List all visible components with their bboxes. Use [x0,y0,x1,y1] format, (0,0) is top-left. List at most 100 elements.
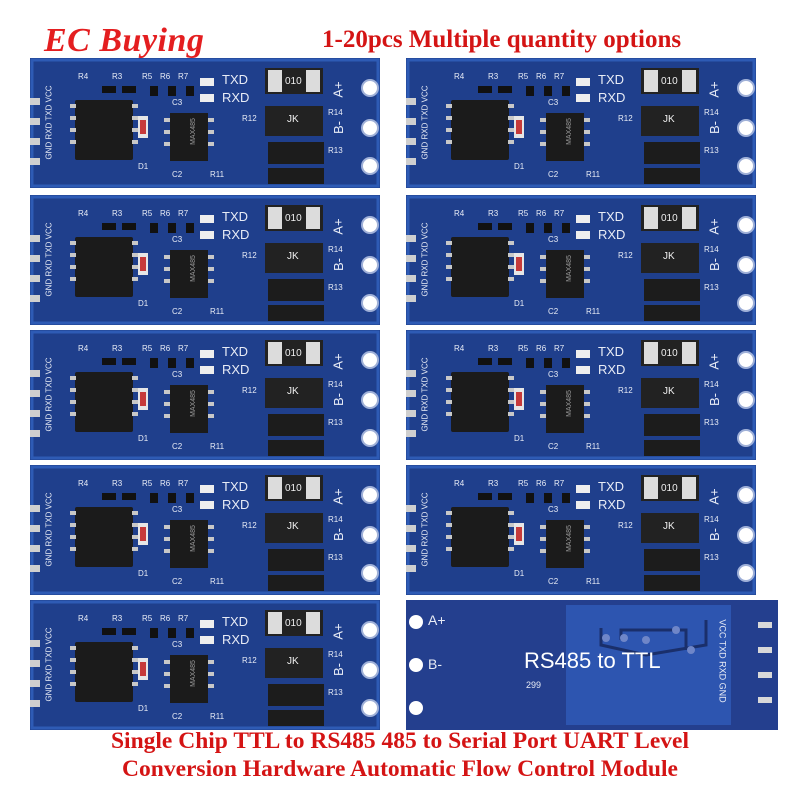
jk-marking: JK [287,114,299,125]
caption-line-1: Single Chip TTL to RS485 485 to Serial P… [110,728,689,754]
silk-r13: R13 [328,553,343,562]
terminal-label-b: B- [707,121,722,134]
terminal-label-a: A+ [330,218,346,235]
silk-r4: R4 [454,344,465,353]
silk-c2: C2 [548,170,559,179]
silk-d1: D1 [514,434,525,443]
silk-c2: C2 [172,170,183,179]
silk-r4: R4 [454,72,465,81]
silk-r7: R7 [554,344,565,353]
silk-r12: R12 [242,114,257,123]
chip-marking: MAX485 [565,118,573,145]
silk-r13: R13 [328,283,343,292]
silk-r6: R6 [160,72,171,81]
fuse-marking: 010 [285,76,302,87]
led-label-txd: TXD [222,72,248,87]
silk-r3: R3 [112,209,123,218]
silk-r4: R4 [78,614,89,623]
chip-marking: MAX485 [189,390,197,417]
silk-r5: R5 [142,209,153,218]
caption-line-2: Conversion Hardware Automatic Flow Contr… [122,756,678,782]
product-board-back: A+ B- RS485 to TTL 299 VCC TXD RXD GND [406,600,778,730]
back-terminal-a: A+ [428,612,446,628]
silk-c3: C3 [172,98,183,107]
silk-r5: R5 [142,479,153,488]
chip-marking: MAX485 [189,525,197,552]
silk-r5: R5 [518,479,529,488]
fuse-marking: 010 [285,483,302,494]
silk-r5: R5 [142,614,153,623]
silk-r13: R13 [704,283,719,292]
silk-d1: D1 [138,162,149,171]
silk-r3: R3 [488,72,499,81]
silk-r3: R3 [488,209,499,218]
silk-r7: R7 [554,479,565,488]
silk-c2: C2 [548,442,559,451]
silk-r7: R7 [178,344,189,353]
terminal-label-b: B- [331,258,346,271]
led-label-txd: TXD [598,479,624,494]
silk-r6: R6 [536,479,547,488]
silk-r14: R14 [704,245,719,254]
silk-r5: R5 [518,209,529,218]
led-label-rxd: RXD [222,90,250,105]
silk-r14: R14 [328,650,343,659]
silk-c3: C3 [172,505,183,514]
silk-r6: R6 [160,479,171,488]
silk-r12: R12 [242,251,257,260]
silk-r14: R14 [704,108,719,117]
silk-r7: R7 [178,209,189,218]
led-label-txd: TXD [222,344,248,359]
terminal-label-a: A+ [330,623,346,640]
fuse-marking: 010 [661,483,678,494]
chip-marking: MAX485 [189,660,197,687]
pin-labels: GND RXD TXD VCC [420,85,430,160]
silk-r11: R11 [210,307,225,316]
led-label-txd: TXD [598,344,624,359]
terminal-label-a: A+ [330,81,346,98]
silk-r14: R14 [328,245,343,254]
led-label-rxd: RXD [222,632,250,647]
fuse-marking: 010 [285,348,302,359]
led-label-txd: TXD [222,479,248,494]
silk-r12: R12 [242,521,257,530]
pin-labels: GND RXD TXD VCC [420,222,430,297]
jk-marking: JK [287,521,299,532]
terminal-label-b: B- [707,528,722,541]
silk-r6: R6 [536,344,547,353]
silk-c3: C3 [172,235,183,244]
silk-r11: R11 [210,577,225,586]
silk-r13: R13 [328,146,343,155]
chip-marking: MAX485 [565,525,573,552]
jk-marking: JK [663,251,675,262]
silk-r13: R13 [328,688,343,697]
silk-r7: R7 [178,72,189,81]
pin-labels: GND RXD TXD VCC [44,627,54,702]
led-label-rxd: RXD [222,227,250,242]
back-title: RS485 to TTL [524,648,661,673]
terminal-label-b: B- [331,663,346,676]
silk-r4: R4 [78,72,89,81]
headline: 1-20pcs Multiple quantity options [322,26,682,53]
led-label-rxd: RXD [222,497,250,512]
silk-c2: C2 [172,307,183,316]
chip-marking: MAX485 [565,390,573,417]
pin-labels: GND RXD TXD VCC [420,492,430,567]
silk-r13: R13 [704,146,719,155]
silk-r12: R12 [242,386,257,395]
terminal-label-a: A+ [330,353,346,370]
silk-c2: C2 [172,442,183,451]
silk-r7: R7 [554,72,565,81]
fuse-marking: 010 [285,213,302,224]
silk-r11: R11 [210,712,225,721]
terminal-label-b: B- [331,393,346,406]
silk-r6: R6 [536,209,547,218]
silk-r4: R4 [78,344,89,353]
silk-r11: R11 [586,577,601,586]
jk-marking: JK [287,386,299,397]
